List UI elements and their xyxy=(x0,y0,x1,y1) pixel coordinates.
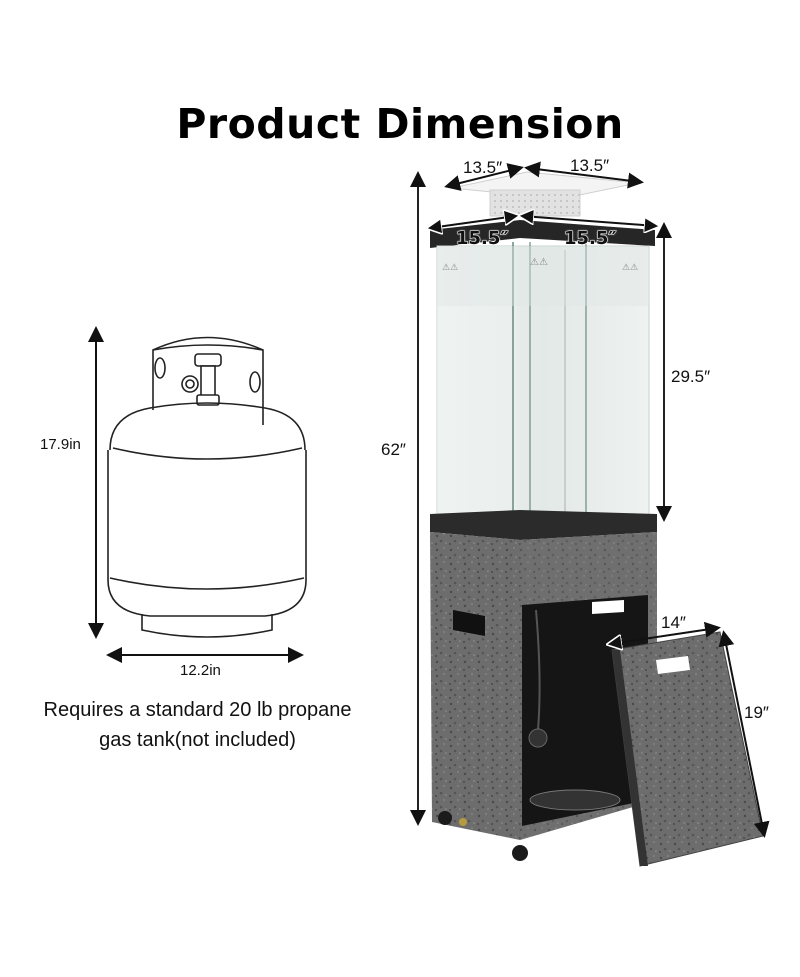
door-width-label: 14″ xyxy=(661,613,686,632)
cap-right-dimension-line xyxy=(524,161,644,189)
cap-right-label: 13.5″ xyxy=(570,156,610,175)
cap-left-label: 13.5″ xyxy=(463,158,503,177)
door-width-dimension-line xyxy=(610,628,717,644)
cap-left-dimension-line xyxy=(444,163,524,191)
propane-tank-drawing xyxy=(107,336,307,638)
page-title: Product Dimension xyxy=(176,100,624,148)
svg-text:⚠⚠: ⚠⚠ xyxy=(622,262,638,272)
frame-left-label: 15.5″ xyxy=(455,228,509,250)
svg-text:⚠⚠: ⚠⚠ xyxy=(442,262,458,272)
tank-requirement-caption: Requires a standard 20 lb propane gas ta… xyxy=(20,695,375,755)
frame-right-label: 15.5″ xyxy=(563,228,617,250)
tank-width-label: 12.2in xyxy=(180,662,221,679)
svg-text:⚠⚠: ⚠⚠ xyxy=(530,257,548,268)
caption-line-1: Requires a standard 20 lb propane xyxy=(43,699,352,721)
door-height-label: 19″ xyxy=(744,703,769,722)
frame-right-dimension-line xyxy=(522,216,656,226)
patio-heater-photo: ⚠⚠ ⚠⚠ ⚠⚠ xyxy=(430,171,764,867)
total-height-label: 62″ xyxy=(381,440,406,459)
door-height-dimension-line xyxy=(718,630,770,838)
glass-height-label: 29.5″ xyxy=(671,367,711,386)
frame-left-dimension-line xyxy=(430,216,516,228)
tank-height-label: 17.9in xyxy=(40,436,81,453)
caption-line-2: gas tank(not included) xyxy=(99,729,296,751)
